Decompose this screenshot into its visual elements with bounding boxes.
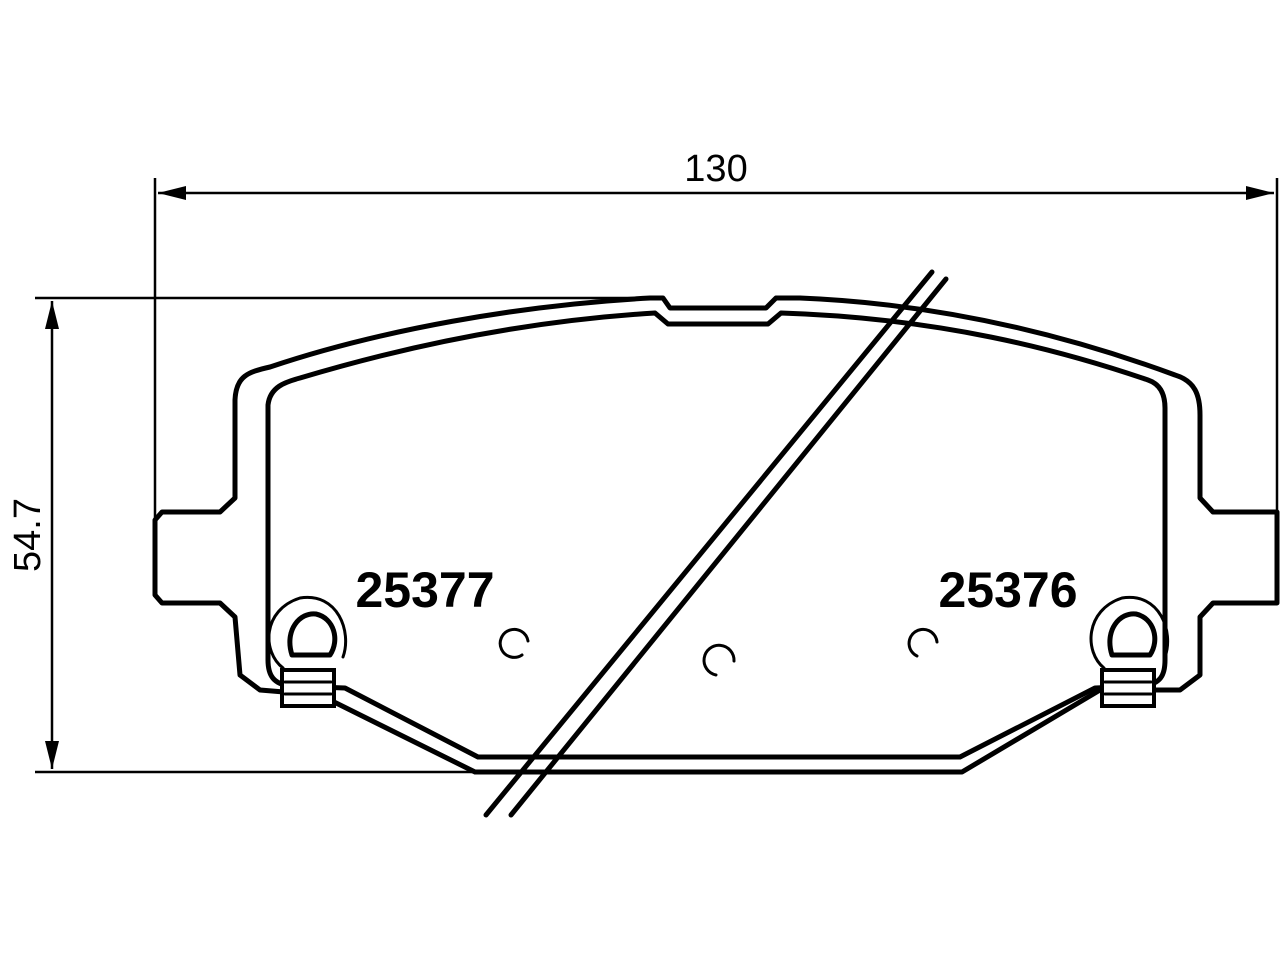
backing-plate-outline [152,295,1280,775]
right-clip-loop [1089,595,1170,670]
left-clip-loop [267,595,348,670]
left-clip-base [280,668,336,708]
pad-hole-marker-center [702,643,736,677]
width-arrow-right-icon [1246,186,1274,200]
right-retaining-clip [1089,595,1170,708]
width-arrow-left-icon [158,186,186,200]
width-dimension: 130 [153,148,1279,520]
height-dimension-label: 54.7 [7,498,49,572]
right-part-number: 25376 [938,562,1077,618]
pad-hole-marker-right [907,627,939,658]
height-arrow-bottom-icon [45,741,59,769]
left-retaining-clip [267,595,348,708]
wear-indicator-wire [483,269,949,818]
height-arrow-top-icon [45,301,59,329]
right-clip-base [1100,668,1156,708]
wire-line-right [508,276,949,818]
height-dimension: 54.7 [7,296,650,774]
left-part-number: 25377 [355,562,494,618]
right-clip-eye [1107,611,1158,658]
width-dimension-label: 130 [684,148,747,190]
left-clip-eye [287,611,338,658]
wire-line-left [483,269,935,818]
pad-hole-marker-left [498,627,530,659]
